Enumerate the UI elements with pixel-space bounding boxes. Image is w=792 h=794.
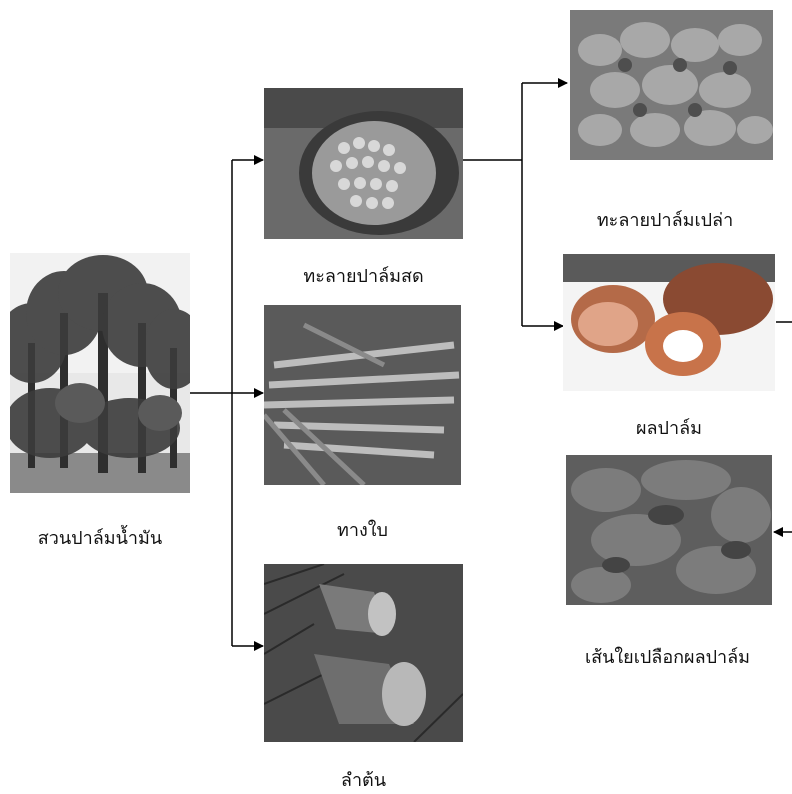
- frond-label: ทางใบ: [264, 515, 461, 544]
- bunch-branch-lines: [463, 83, 567, 326]
- trunk-label: ลำต้น: [264, 765, 463, 794]
- plantation-label: สวนปาล์มน้ำมัน: [10, 523, 190, 552]
- fresh-bunch-label: ทะลายปาล์มสด: [264, 261, 463, 290]
- fresh-fruit-bunch-photo: [264, 88, 463, 239]
- empty-fruit-bunch-photo: [570, 10, 773, 160]
- palm-fruit-photo: [563, 254, 775, 391]
- palm-plantation-photo: [10, 253, 190, 493]
- fruit-to-fiber-lines: [774, 322, 792, 532]
- plantation-branch-lines: [190, 160, 263, 646]
- palm-trunk-photo: [264, 564, 463, 742]
- mesocarp-fiber-photo: [566, 455, 772, 605]
- mesocarp-fiber-label: เส้นใยเปลือกผลปาล์ม: [555, 642, 780, 671]
- empty-bunch-label: ทะลายปาล์มเปล่า: [570, 205, 760, 234]
- fruit-label: ผลปาล์ม: [563, 413, 775, 442]
- palm-frond-photo: [264, 305, 461, 485]
